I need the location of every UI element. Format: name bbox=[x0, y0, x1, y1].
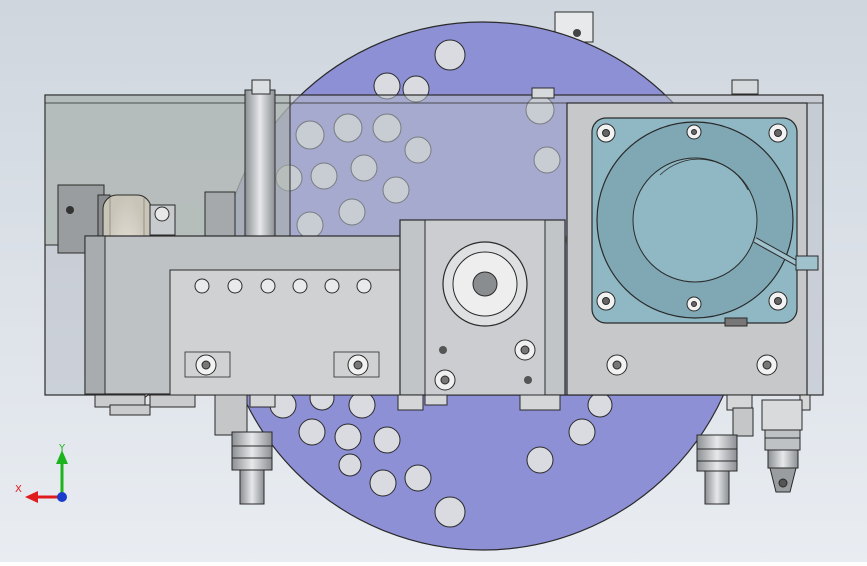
bearing-bore bbox=[472, 271, 498, 297]
coordinate-triad bbox=[25, 450, 68, 503]
bottom-hardware bbox=[94, 394, 811, 437]
triad-y-label: Y bbox=[59, 443, 66, 454]
fitting-nozzle bbox=[761, 399, 803, 493]
motor-ring-inner bbox=[632, 157, 758, 283]
triad-x-label: X bbox=[15, 484, 22, 495]
pin-left bbox=[231, 431, 273, 505]
vertical-rod bbox=[244, 79, 276, 241]
top-studs bbox=[531, 79, 759, 99]
clamp-block bbox=[204, 191, 236, 238]
bearing-housing bbox=[399, 219, 566, 396]
motor-module bbox=[566, 102, 819, 396]
pin-right bbox=[696, 434, 738, 505]
cover-screws bbox=[195, 354, 369, 376]
motor-connector bbox=[753, 237, 819, 271]
cover-slots bbox=[194, 278, 372, 294]
